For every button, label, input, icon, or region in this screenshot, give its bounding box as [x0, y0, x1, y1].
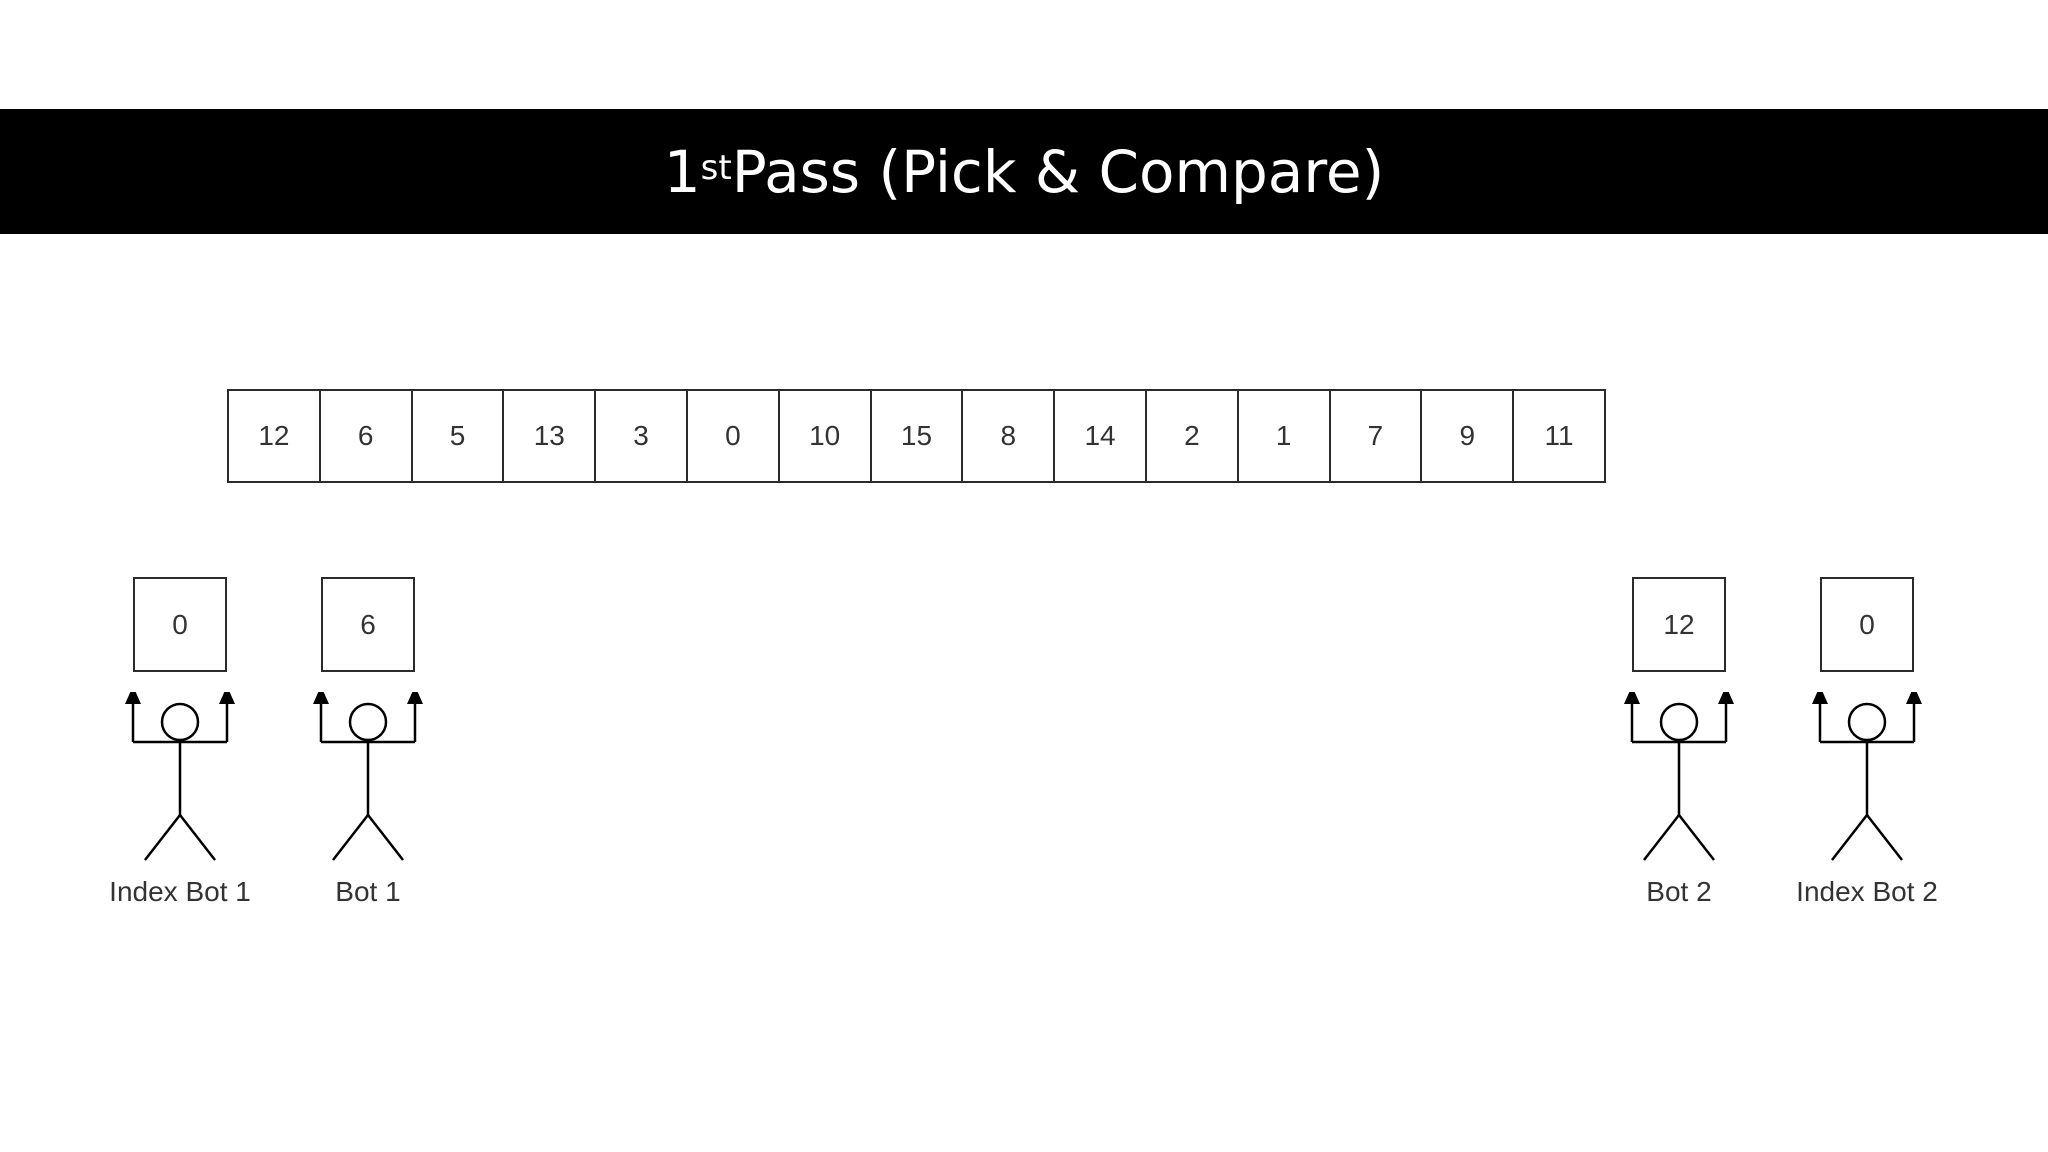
index-bot-2-label: Index Bot 2: [1796, 876, 1938, 907]
array-cell: 0: [685, 389, 780, 483]
array-cell: 11: [1512, 389, 1606, 483]
bot-2-label: Bot 2: [1646, 876, 1712, 907]
bot-1-label: Bot 1: [335, 876, 401, 907]
index-bot-1-value: 0: [133, 577, 227, 672]
array-cell: 12: [227, 389, 321, 483]
index-bot-2: 0 Index Bot 2: [1787, 577, 1947, 917]
array-cell: 9: [1420, 389, 1515, 483]
bot-1-value: 6: [321, 577, 415, 672]
array-cell: 15: [869, 389, 964, 483]
array-cell: 14: [1053, 389, 1147, 483]
bot-2: 12 Bot 2: [1599, 577, 1759, 917]
stick-figure-icon: [1812, 692, 1922, 861]
title-suffix: Pass (Pick & Compare): [731, 137, 1385, 206]
title-prefix: 1: [663, 137, 701, 206]
stick-figure-icon: [1624, 692, 1734, 861]
index-bot-1-label: Index Bot 1: [109, 876, 251, 907]
array-cell: 6: [318, 389, 413, 483]
index-bot-2-value: 0: [1820, 577, 1914, 672]
array-cell: 10: [777, 389, 872, 483]
stick-figure-icon: [125, 692, 235, 861]
index-bot-1: 0 Index Bot 1: [100, 577, 260, 917]
array-cell: 2: [1144, 389, 1239, 483]
bot-1: 6 Bot 1: [288, 577, 448, 917]
title-superscript: st: [700, 147, 732, 188]
bot-2-value: 12: [1632, 577, 1726, 672]
array-row: 12 6 5 13 3 0 10 15 8 14 2 1 7 9 11: [227, 389, 1606, 483]
array-cell: 8: [961, 389, 1056, 483]
array-cell: 1: [1236, 389, 1331, 483]
array-cell: 13: [502, 389, 597, 483]
array-cell: 7: [1328, 389, 1423, 483]
array-cell: 3: [594, 389, 688, 483]
stick-figure-icon: [313, 692, 423, 861]
array-cell: 5: [410, 389, 505, 483]
